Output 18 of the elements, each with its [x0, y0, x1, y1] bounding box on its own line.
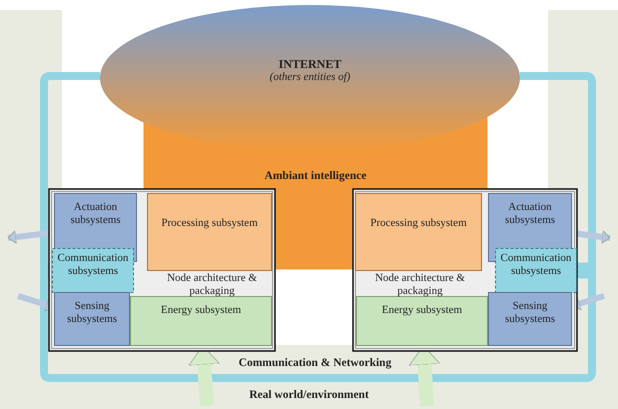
network-loop-line — [520, 72, 596, 270]
subsystem-box: Energy subsystem — [130, 296, 272, 346]
communication-box: Communication subsystems — [52, 248, 134, 293]
label: Node architecture & packaging — [166, 272, 258, 298]
subsystem-box: Processing subsystem — [147, 193, 272, 271]
heading: Ambiant intelligence — [264, 170, 368, 184]
subsystem-box: Sensing subsystems — [54, 292, 130, 346]
subtitle: (others entities of) — [268, 71, 352, 85]
communication-box: Communication subsystems — [495, 248, 577, 293]
subsystem-box: Processing subsystem — [355, 193, 482, 271]
region-label: Real world/environment — [248, 389, 370, 401]
region-label: Communication & Networking — [238, 357, 392, 369]
subsystem-box: Sensing subsystems — [488, 292, 572, 346]
network-loop-line — [40, 270, 596, 382]
subsystem-box: Energy subsystem — [356, 296, 488, 346]
label: Node architecture & packaging — [374, 272, 466, 298]
network-loop-line — [40, 72, 100, 270]
heading: INTERNET — [278, 57, 342, 72]
